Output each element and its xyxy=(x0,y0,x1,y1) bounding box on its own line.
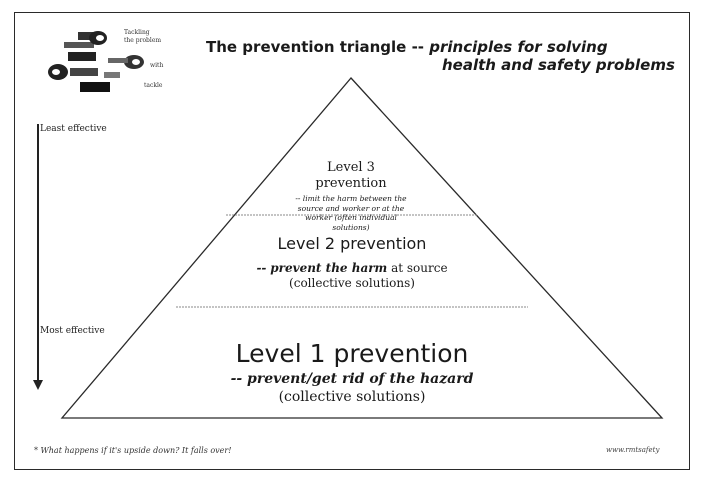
level2-desc-prefix: -- xyxy=(256,261,267,275)
title-sub-line2: health and safety problems xyxy=(442,56,675,74)
footer-credit: www.rmtsafety xyxy=(606,446,660,454)
level2-desc-line1: -- prevent the harm at source xyxy=(226,261,478,276)
level3-title-line1: Level 3 xyxy=(327,160,375,175)
tackling-logo xyxy=(48,31,144,92)
logo-text-1: Tackling xyxy=(124,29,150,36)
title-separator: -- xyxy=(411,38,425,56)
effectiveness-arrow-shaft xyxy=(37,124,39,382)
footer-question: * What happens if it's upside down? It f… xyxy=(34,446,232,455)
level2-block: Level 2 prevention -- prevent the harm a… xyxy=(226,234,478,291)
title-sub-line1: principles for solving xyxy=(429,38,608,56)
down-arrow-icon xyxy=(33,380,43,390)
page-title: The prevention triangle -- principles fo… xyxy=(206,38,686,74)
logo-text-2: the problem xyxy=(124,37,162,44)
slide-frame xyxy=(14,12,690,470)
level2-desc-line2: (collective solutions) xyxy=(289,276,415,290)
level3-desc-1: -- limit the harm between the xyxy=(295,194,407,203)
level1-block: Level 1 prevention -- prevent/get rid of… xyxy=(166,339,538,406)
level1-desc-line1: -- prevent/get rid of the hazard xyxy=(230,371,474,387)
title-main: The prevention triangle xyxy=(206,38,407,56)
most-effective-label: Most effective xyxy=(40,326,105,336)
level1-desc-line2: (collective solutions) xyxy=(278,389,426,405)
level1-title: Level 1 prevention xyxy=(235,339,469,368)
level3-title-line2: prevention xyxy=(315,176,387,191)
level3-desc-4: solutions) xyxy=(332,222,370,232)
level2-desc-rest: at source xyxy=(391,261,448,275)
level3-block: Level 3 prevention -- limit the harm bet… xyxy=(270,160,432,232)
logo-text-4: tackle xyxy=(144,82,163,89)
triangle-outline xyxy=(60,77,664,419)
least-effective-label: Least effective xyxy=(40,124,107,134)
level2-desc-emph: prevent the harm xyxy=(270,261,388,275)
level2-title: Level 2 prevention xyxy=(277,234,427,253)
level3-desc-2: source and worker or at the xyxy=(297,203,405,213)
logo-text-3: with xyxy=(150,62,164,69)
level3-desc-3: worker (often individual xyxy=(305,213,397,222)
